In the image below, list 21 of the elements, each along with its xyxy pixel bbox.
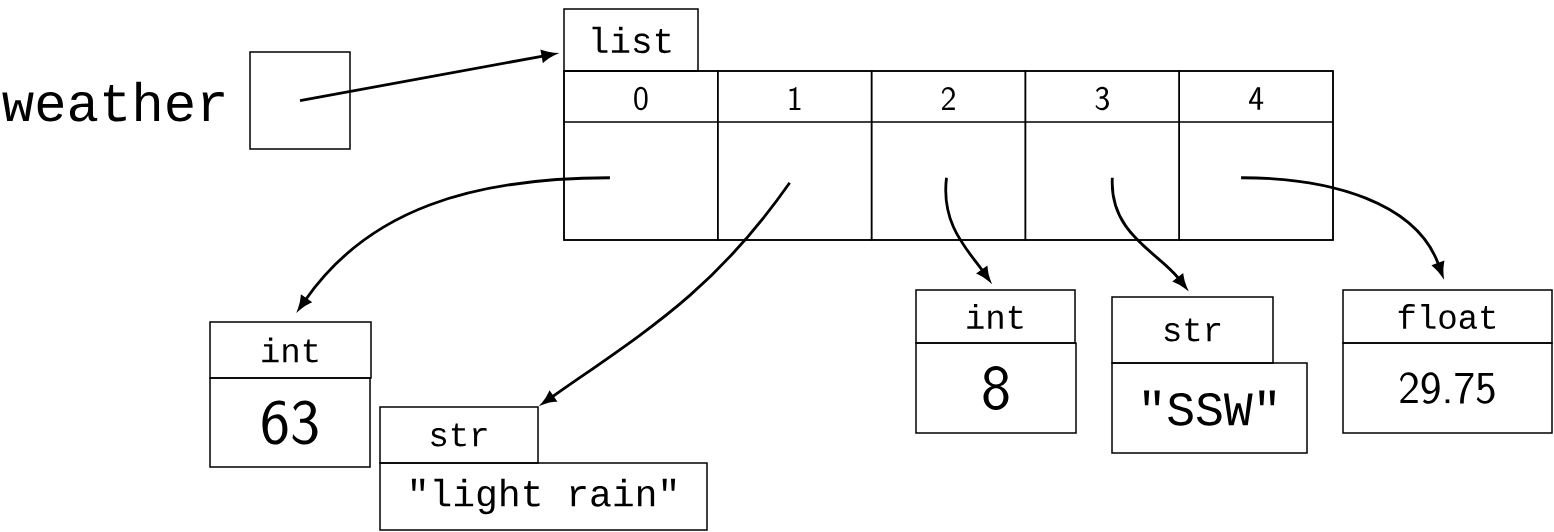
object-box: str "SSW"	[1111, 296, 1308, 454]
node-label: int	[967, 304, 1023, 329]
object-box: float 29.75	[1342, 289, 1553, 434]
table-column: 0	[563, 70, 719, 241]
table-column: 3	[1024, 70, 1180, 241]
node-label: str	[431, 423, 487, 447]
arrow	[1110, 177, 1187, 289]
node-label: int	[262, 337, 318, 363]
node-label: list	[592, 26, 671, 54]
table-column: 2	[870, 70, 1027, 241]
node-label: str	[1164, 318, 1221, 342]
arrow	[299, 50, 556, 102]
table-column: 1	[717, 70, 873, 241]
arrow	[944, 177, 991, 282]
table-column: 4	[1178, 70, 1334, 241]
object-box: int 63	[209, 321, 372, 468]
object-box: int 8	[915, 289, 1077, 434]
arrow	[541, 181, 791, 405]
object-box: str "light rain"	[379, 406, 708, 531]
variable-name: weather	[2, 81, 224, 122]
node-label: float	[1398, 304, 1495, 329]
